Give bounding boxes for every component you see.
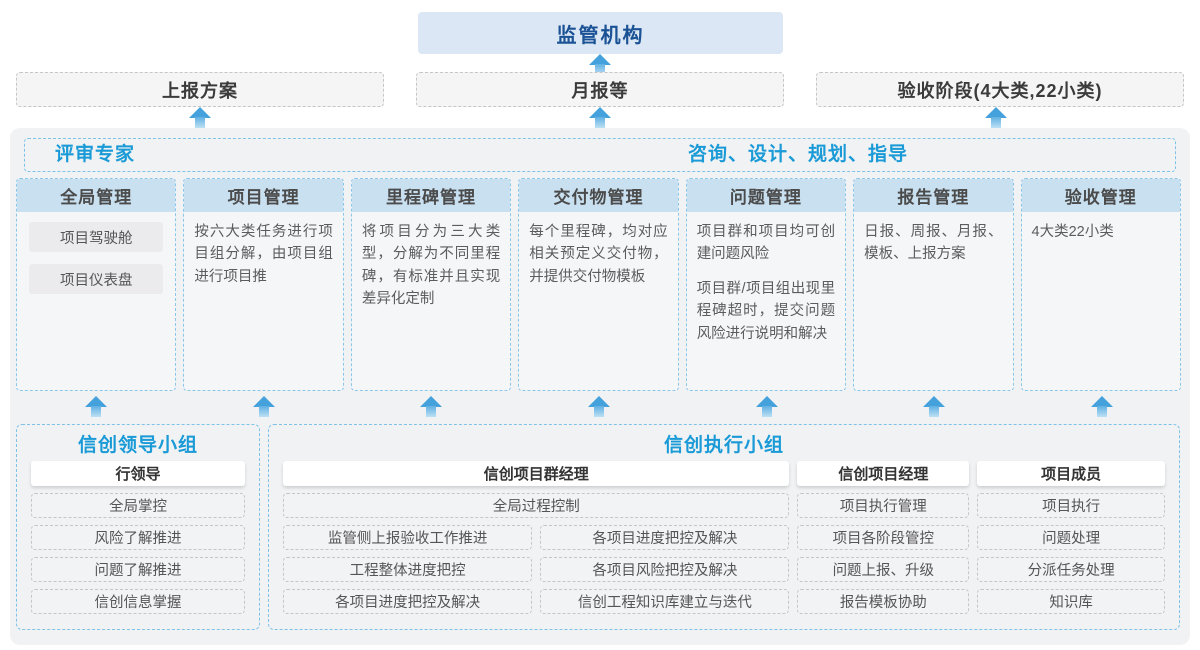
channel-monthly-report: 月报等 <box>416 72 784 107</box>
up-arrow <box>756 396 778 417</box>
duty-item: 各项目风险把控及解决 <box>540 557 790 582</box>
duty-item: 知识库 <box>977 589 1165 614</box>
leader-group-title: 信创领导小组 <box>77 434 198 456</box>
up-arrow <box>589 107 611 128</box>
up-arrow <box>85 396 107 417</box>
duty-item: 各项目进度把控及解决 <box>540 525 790 550</box>
program-manager-duties-right: 各项目进度把控及解决各项目风险把控及解决信创工程知识库建立与迭代 <box>540 525 790 621</box>
program-manager-column: 信创项目群经理 全局过程控制 监管侧上报验收工作推进工程整体进度把控各项目进度把… <box>283 461 790 621</box>
advisory-label: 咨询、设计、规划、指导 <box>688 144 909 165</box>
teams-row: 信创领导小组 行领导 全局掌控风险了解推进问题了解推进信创信息掌握 信创执行小组… <box>16 424 1181 632</box>
up-arrow <box>189 107 211 128</box>
channel-row: 上报方案 月报等 验收阶段(4大类,22小类) <box>16 72 1184 107</box>
duty-item: 问题处理 <box>977 525 1165 550</box>
duty-item: 风险了解推进 <box>31 525 245 550</box>
project-manager-column: 信创项目经理 项目执行管理项目各阶段管控问题上报、升级报告模板协助 <box>797 461 970 621</box>
column-body: 按六大类任务进行项目组分解，由项目组进行项目推 <box>184 212 342 309</box>
column-title: 报告管理 <box>854 179 1013 212</box>
column-paragraph: 每个里程碑，均对应相关预定义交付物，并提供交付物模板 <box>529 224 668 285</box>
leader-items: 全局掌控风险了解推进问题了解推进信创信息掌握 <box>31 493 245 614</box>
column-title: 全局管理 <box>17 179 176 212</box>
exec-group-content: 信创项目群经理 全局过程控制 监管侧上报验收工作推进工程整体进度把控各项目进度把… <box>269 461 1179 621</box>
duty-item: 监管侧上报验收工作推进 <box>283 525 533 550</box>
regulator-box: 监管机构 <box>418 12 783 54</box>
column-body: 将项目分为三大类型，分解为不同里程碑，有标准并且实现差异化定制 <box>352 212 510 332</box>
duty-item: 问题上报、升级 <box>797 557 970 582</box>
duty-item: 各项目进度把控及解决 <box>283 589 533 614</box>
column-title: 交付物管理 <box>519 179 678 212</box>
experts-strip: 评审专家 咨询、设计、规划、指导 <box>24 138 1176 172</box>
up-arrow <box>588 396 610 417</box>
column-body: 项目驾驶舱项目仪表盘 <box>17 222 175 294</box>
exec-group: 信创执行小组 信创项目群经理 全局过程控制 监管侧上报验收工作推进工程整体进度把… <box>268 424 1180 630</box>
column-issue-management: 问题管理 项目群和项目均可创建问题风险项目群/项目组出现里程碑超时，提交问题风险… <box>685 178 847 391</box>
up-arrow <box>985 107 1007 128</box>
column-paragraph: 日报、周报、月报、模板、上报方案 <box>864 224 1003 263</box>
column-deliverable-management: 交付物管理 每个里程碑，均对应相关预定义交付物，并提供交付物模板 <box>518 178 679 391</box>
column-title: 项目管理 <box>184 179 343 212</box>
program-manager-duties-left: 监管侧上报验收工作推进工程整体进度把控各项目进度把控及解决 <box>283 525 533 621</box>
main-panel: 评审专家 咨询、设计、规划、指导 全局管理 项目驾驶舱项目仪表盘 项目管理 按六… <box>10 128 1190 645</box>
program-manager-duties: 监管侧上报验收工作推进工程整体进度把控各项目进度把控及解决 各项目进度把控及解决… <box>283 525 790 621</box>
duty-item: 分派任务处理 <box>977 557 1165 582</box>
exec-group-title: 信创执行小组 <box>663 434 784 456</box>
column-title: 验收管理 <box>1021 179 1180 212</box>
column-paragraph: 按六大类任务进行项目组分解，由项目组进行项目推 <box>194 224 333 285</box>
project-manager-duties: 项目执行管理项目各阶段管控问题上报、升级报告模板协助 <box>797 493 970 614</box>
duty-item: 项目执行管理 <box>797 493 970 518</box>
up-arrow <box>420 396 442 417</box>
column-report-management: 报告管理 日报、周报、月报、模板、上报方案 <box>853 178 1014 391</box>
experts-label: 评审专家 <box>55 144 136 165</box>
role-bank-leader: 行领导 <box>31 461 245 486</box>
role-project-manager: 信创项目经理 <box>797 461 970 486</box>
column-title: 里程碑管理 <box>351 179 511 212</box>
duty-item: 全局掌控 <box>31 493 245 518</box>
leader-group: 信创领导小组 行领导 全局掌控风险了解推进问题了解推进信创信息掌握 <box>16 424 260 630</box>
role-program-manager: 信创项目群经理 <box>283 461 790 486</box>
duty-item: 信创工程知识库建立与迭代 <box>540 589 790 614</box>
duty-item: 项目各阶段管控 <box>797 525 970 550</box>
pill-button: 项目驾驶舱 <box>29 222 164 252</box>
pill-button: 项目仪表盘 <box>29 264 164 294</box>
column-paragraph: 项目群/项目组出现里程碑超时，提交问题风险进行说明和解决 <box>696 280 836 342</box>
up-arrow <box>253 396 275 417</box>
duty-item: 问题了解推进 <box>31 557 245 582</box>
column-paragraph: 将项目分为三大类型，分解为不同里程碑，有标准并且实现差异化定制 <box>361 224 501 308</box>
up-arrow <box>923 396 945 417</box>
column-milestone-management: 里程碑管理 将项目分为三大类型，分解为不同里程碑，有标准并且实现差异化定制 <box>350 178 512 391</box>
column-title: 问题管理 <box>686 179 846 212</box>
column-paragraph: 项目群和项目均可创建问题风险 <box>696 224 836 263</box>
duty-item: 项目执行 <box>977 493 1165 518</box>
channel-report-plan: 上报方案 <box>16 72 384 107</box>
up-arrow <box>589 54 611 75</box>
column-body: 项目群和项目均可创建问题风险项目群/项目组出现里程碑超时，提交问题风险进行说明和… <box>687 212 845 366</box>
column-acceptance-management: 验收管理 4大类22小类 <box>1020 178 1181 391</box>
column-project-management: 项目管理 按六大类任务进行项目组分解，由项目组进行项目推 <box>183 178 344 391</box>
duty-item: 全局过程控制 <box>283 493 790 518</box>
column-body: 日报、周报、月报、模板、上报方案 <box>854 212 1012 287</box>
management-columns: 全局管理 项目驾驶舱项目仪表盘 项目管理 按六大类任务进行项目组分解，由项目组进… <box>16 178 1181 391</box>
channel-acceptance-stage: 验收阶段(4大类,22小类) <box>816 72 1184 107</box>
duty-item: 报告模板协助 <box>797 589 970 614</box>
up-arrow <box>1091 396 1113 417</box>
project-member-column: 项目成员 项目执行问题处理分派任务处理知识库 <box>977 461 1165 621</box>
column-body: 4大类22小类 <box>1022 212 1180 264</box>
column-global-management: 全局管理 项目驾驶舱项目仪表盘 <box>16 178 177 391</box>
leader-group-content: 行领导 全局掌控风险了解推进问题了解推进信创信息掌握 <box>17 461 259 614</box>
project-member-duties: 项目执行问题处理分派任务处理知识库 <box>977 493 1165 614</box>
column-body: 每个里程碑，均对应相关预定义交付物，并提供交付物模板 <box>519 212 677 309</box>
column-paragraph: 4大类22小类 <box>1031 224 1114 240</box>
duty-item: 工程整体进度把控 <box>283 557 533 582</box>
role-project-member: 项目成员 <box>977 461 1165 486</box>
duty-item: 信创信息掌握 <box>31 589 245 614</box>
